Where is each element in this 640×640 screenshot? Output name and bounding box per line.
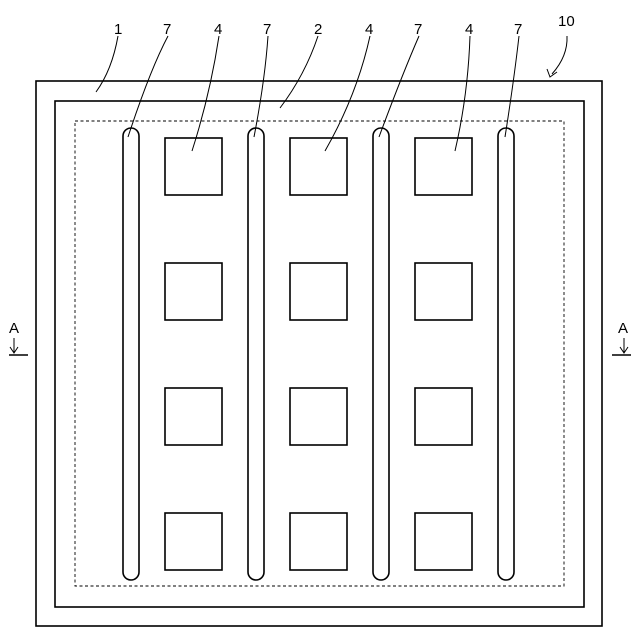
label-4c: 4 [465, 21, 473, 38]
leader-7a [128, 36, 168, 137]
square-r2-c2 [290, 263, 347, 320]
section-marker-left: A [9, 320, 28, 355]
square-group [165, 138, 472, 570]
label-10: 10 [558, 13, 575, 30]
square-r3-c1 [165, 388, 222, 445]
leader-4c [455, 36, 470, 151]
leader-7c [379, 36, 419, 137]
label-7b: 7 [263, 21, 271, 38]
square-r1-c3 [415, 138, 472, 195]
section-label-left: A [9, 320, 19, 337]
inner-frame [55, 101, 584, 607]
slot-1 [123, 128, 139, 580]
slot-3 [373, 128, 389, 580]
leader-7b [254, 36, 268, 137]
leader-1 [96, 36, 118, 92]
leader-lines [96, 36, 567, 151]
square-r4-c2 [290, 513, 347, 570]
square-r1-c2 [290, 138, 347, 195]
label-1: 1 [114, 21, 122, 38]
section-label-right: A [618, 320, 628, 337]
square-r3-c2 [290, 388, 347, 445]
square-r2-c3 [415, 263, 472, 320]
slot-4 [498, 128, 514, 580]
leader-4b [325, 36, 370, 151]
slot-2 [248, 128, 264, 580]
square-r4-c1 [165, 513, 222, 570]
label-7c: 7 [414, 21, 422, 38]
leader-10 [552, 36, 567, 74]
label-4b: 4 [365, 21, 373, 38]
section-marker-right: A [612, 320, 631, 355]
leader-7d [505, 36, 519, 137]
leader-2 [280, 36, 318, 108]
label-2: 2 [314, 21, 322, 38]
dashed-boundary [75, 121, 564, 586]
square-r3-c3 [415, 388, 472, 445]
square-r2-c1 [165, 263, 222, 320]
leader-4a [192, 36, 219, 151]
label-7d: 7 [514, 21, 522, 38]
outer-frame [36, 81, 602, 626]
square-r4-c3 [415, 513, 472, 570]
label-7a: 7 [163, 21, 171, 38]
label-4a: 4 [214, 21, 222, 38]
